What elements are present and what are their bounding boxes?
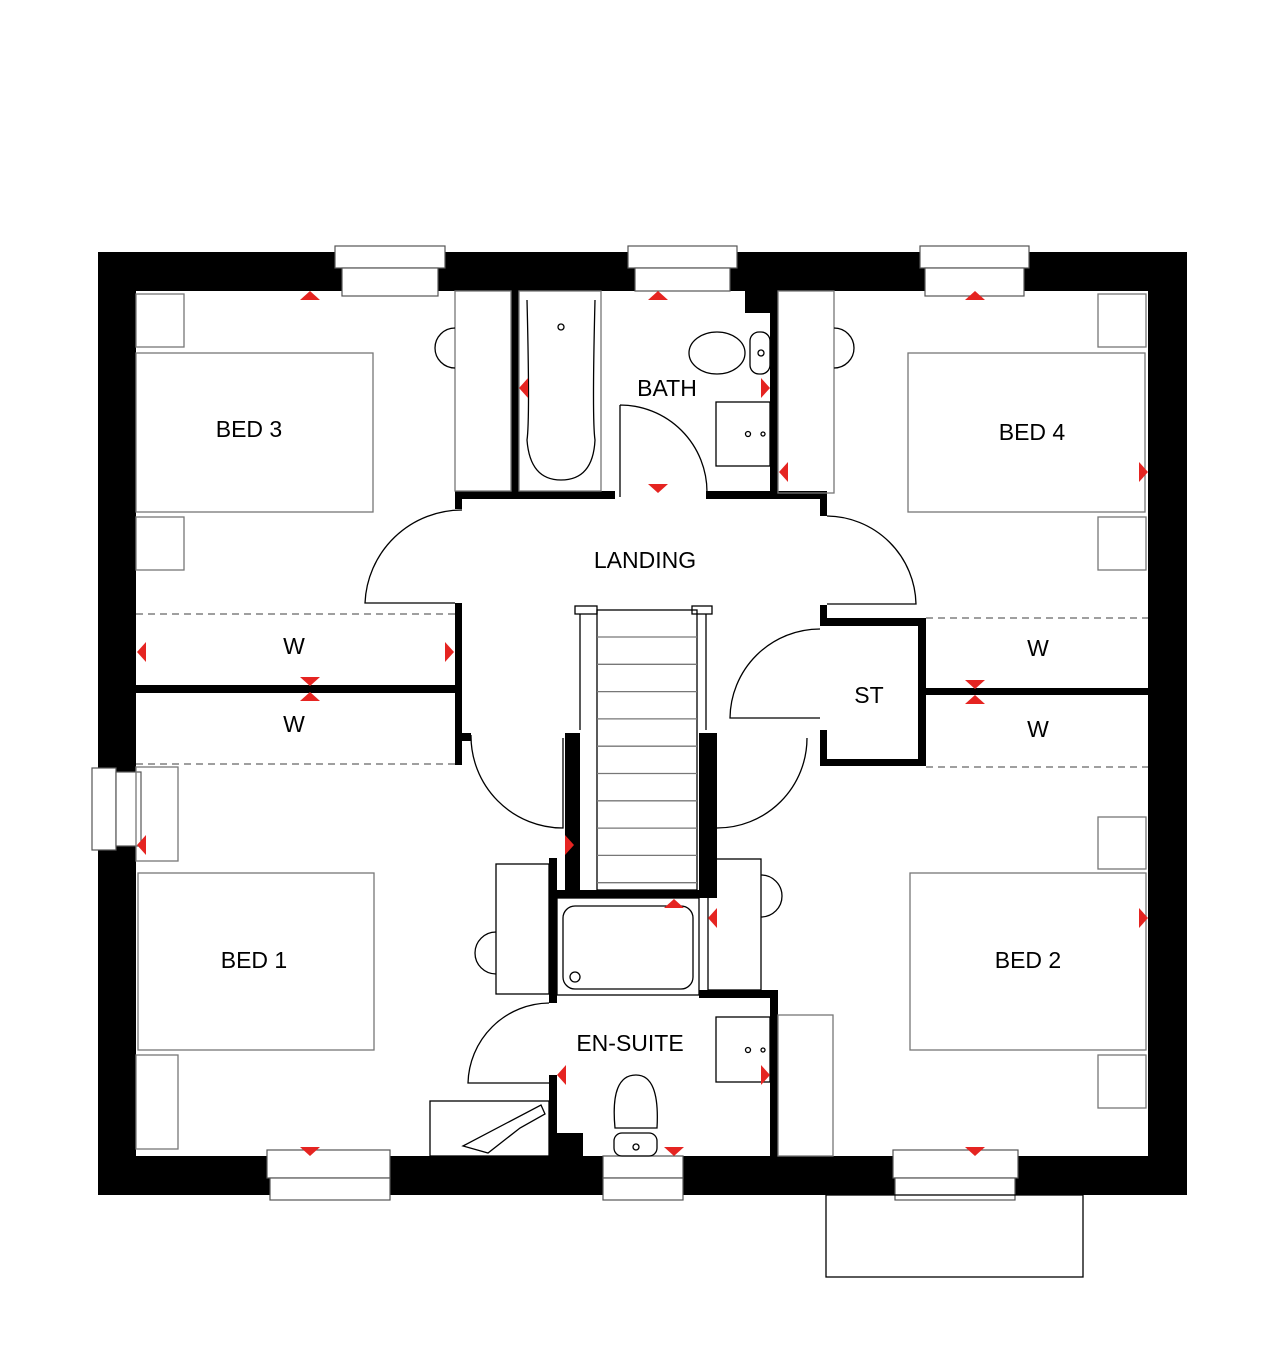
room-label-wardrobe-bed-1: W bbox=[283, 711, 305, 737]
room-label-wardrobe-bed-3: W bbox=[283, 633, 305, 659]
room-label-wardrobe-bed-4: W bbox=[1027, 635, 1049, 661]
staircase bbox=[574, 605, 713, 891]
interior-walls bbox=[136, 291, 1148, 1156]
wardrobe-lines bbox=[136, 613, 1148, 768]
room-label-en-suite: EN-SUITE bbox=[576, 1030, 683, 1056]
room-label-bed-4: BED 4 bbox=[999, 419, 1066, 445]
doors bbox=[364, 404, 917, 1084]
fixtures bbox=[135, 290, 1147, 1278]
room-label-wardrobe-bed-2: W bbox=[1027, 716, 1049, 742]
socket-markers bbox=[137, 291, 1148, 1156]
room-label-bath: BATH bbox=[637, 375, 697, 401]
room-label-bed-1: BED 1 bbox=[221, 947, 287, 973]
windows bbox=[91, 245, 1030, 1201]
room-label-bed-2: BED 2 bbox=[995, 947, 1061, 973]
room-label-bed-3: BED 3 bbox=[216, 416, 282, 442]
room-label-store: ST bbox=[854, 682, 883, 708]
room-label-landing: LANDING bbox=[594, 547, 696, 573]
